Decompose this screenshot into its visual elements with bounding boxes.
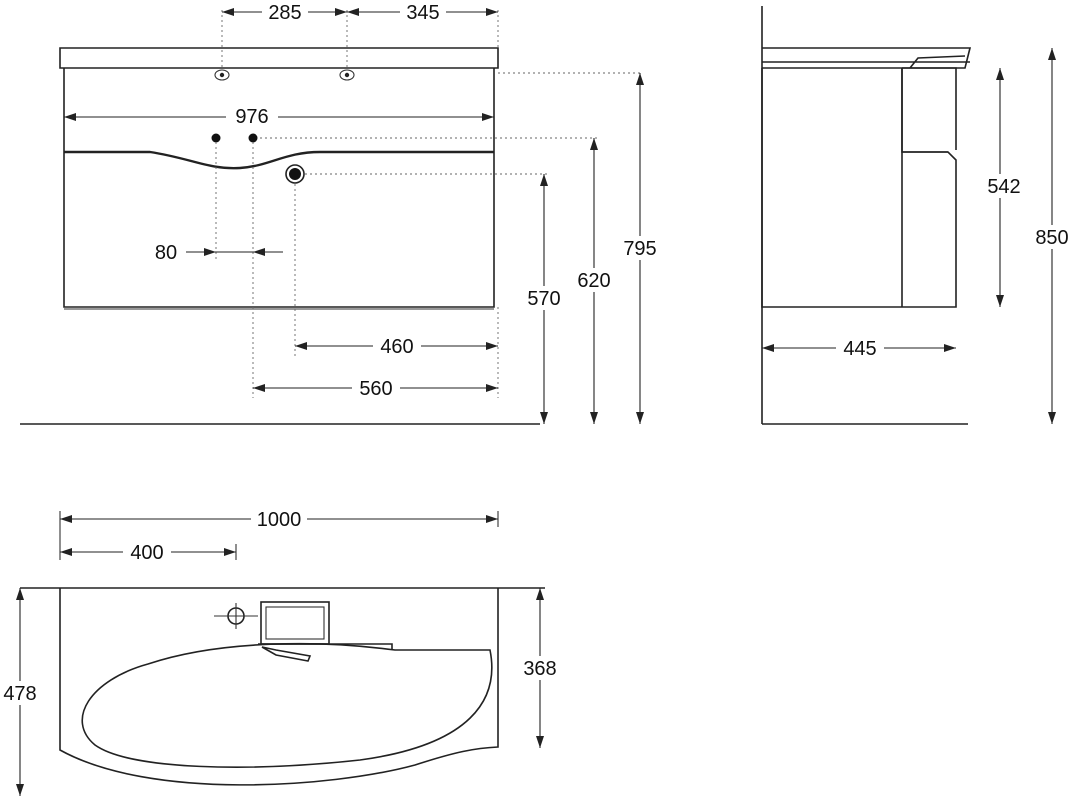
top-basin-ellipse — [81, 642, 493, 768]
dim-1000-label: 1000 — [257, 509, 302, 531]
dim-976-label: 976 — [235, 106, 268, 128]
front-countertop — [59, 47, 499, 69]
front-mount-point-left — [211, 133, 221, 143]
side-view: 445 542 850 — [761, 6, 1074, 425]
front-view: 285 345 976 80 460 560 570 620 795 — [20, 1, 662, 425]
dim-80-label: 80 — [155, 242, 177, 264]
dim-620-label: 620 — [577, 270, 610, 292]
dim-400-label: 400 — [130, 542, 163, 564]
front-cabinet-body — [63, 68, 495, 308]
dim-542-label: 542 — [987, 176, 1020, 198]
dim-850-label: 850 — [1035, 227, 1068, 249]
front-tap-hole-right — [339, 69, 355, 81]
side-drawer-upper — [902, 67, 957, 150]
top-overflow-slot — [261, 646, 312, 662]
dim-445-label: 445 — [843, 338, 876, 360]
top-soap-tray — [260, 601, 330, 645]
dim-478-label: 478 — [3, 683, 36, 705]
dim-460-label: 460 — [380, 336, 413, 358]
dim-368-label: 368 — [523, 658, 556, 680]
dim-560-label: 560 — [359, 378, 392, 400]
front-mount-point-right — [248, 133, 258, 143]
front-drain-outlet — [285, 164, 305, 184]
dim-285-label: 285 — [268, 2, 301, 24]
dim-570-label: 570 — [527, 288, 560, 310]
dim-345-label: 345 — [406, 2, 439, 24]
top-view: 1000 400 478 368 — [0, 507, 562, 796]
front-tap-hole-left — [214, 69, 230, 81]
side-cabinet-body — [761, 68, 957, 308]
top-tap-hole — [214, 603, 258, 629]
dim-795-label: 795 — [623, 238, 656, 260]
top-countertop-outline — [59, 588, 499, 786]
side-countertop — [762, 47, 972, 69]
front-drawer-split — [64, 150, 494, 170]
